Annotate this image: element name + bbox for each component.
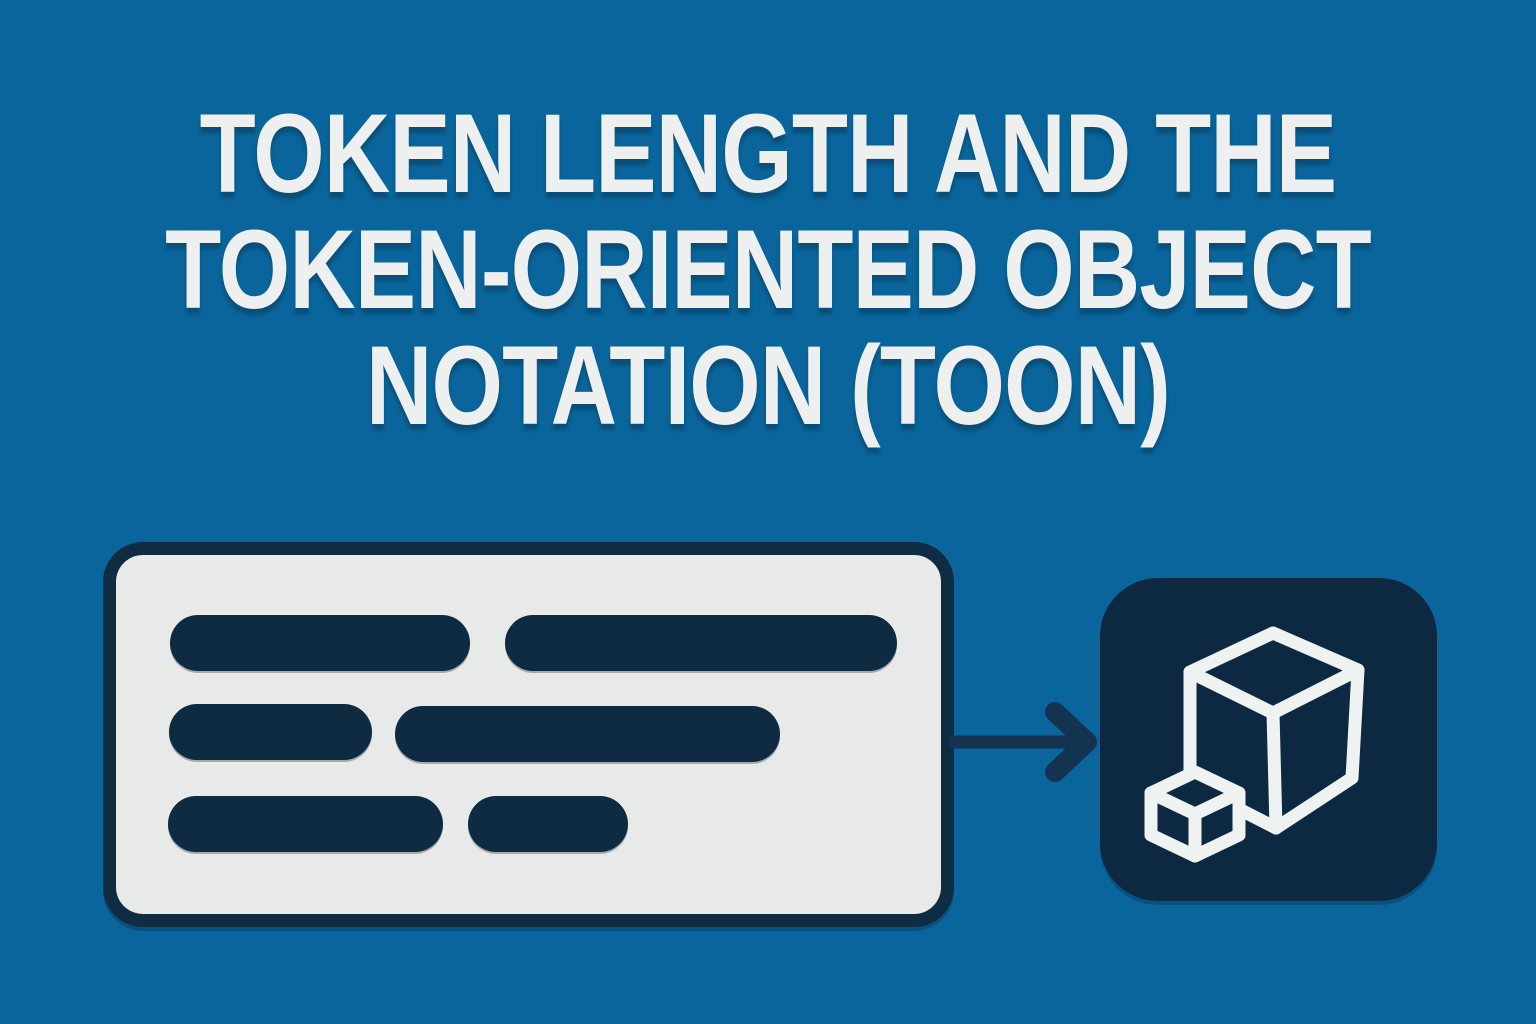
toon-object-tile — [1100, 578, 1437, 901]
title-line-2: TOKEN-ORIENTED OBJECT — [165, 207, 1372, 332]
token-bar-6 — [468, 796, 628, 852]
token-bar-5 — [168, 796, 443, 852]
title-line-1: TOKEN LENGTH AND THE — [199, 91, 1338, 216]
text-block-card — [103, 542, 954, 927]
token-bar-1 — [170, 615, 470, 671]
right-arrow-icon — [950, 700, 1098, 784]
token-bar-4 — [395, 706, 780, 762]
token-bar-2 — [505, 615, 897, 671]
cube-icon — [1144, 626, 1365, 863]
token-bar-3 — [169, 704, 372, 760]
title-line-3: NOTATION (TOON) — [366, 323, 1171, 448]
page-title: TOKEN LENGTH AND THE TOKEN-ORIENTED OBJE… — [0, 96, 1536, 444]
